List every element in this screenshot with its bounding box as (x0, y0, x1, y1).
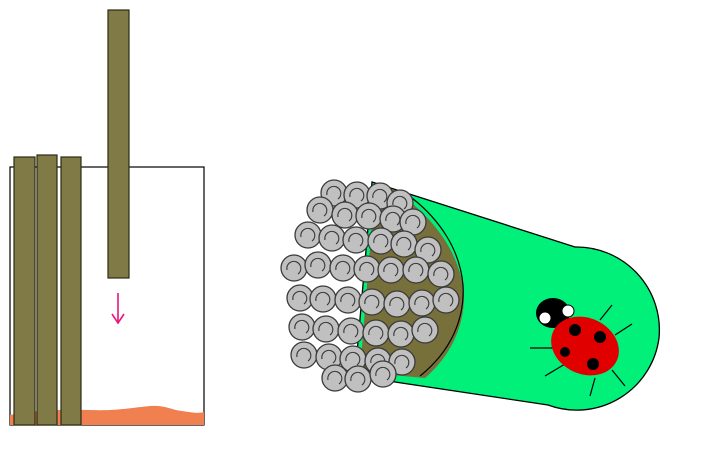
down-arrow-icon (112, 293, 124, 323)
tube-diagram (281, 180, 659, 410)
rod-end (319, 225, 345, 251)
rod-end (384, 291, 410, 317)
ladybug-eye (539, 312, 551, 324)
rod-end (343, 227, 369, 253)
rod-end (433, 287, 459, 313)
rod-end (363, 320, 389, 346)
rod-end (281, 255, 307, 281)
rod-end (359, 289, 385, 315)
rod-end (305, 252, 331, 278)
ladybug-spot (587, 358, 599, 370)
rod-end (345, 366, 371, 392)
rod-end (409, 290, 435, 316)
standing-stick (61, 157, 81, 425)
rod-end (403, 257, 429, 283)
rod-end (310, 286, 336, 312)
descending-stick (108, 10, 129, 278)
rod-end (368, 228, 394, 254)
rod-end (313, 316, 339, 342)
rod-end (335, 287, 361, 313)
rod-end (332, 202, 358, 228)
rod-end (330, 255, 356, 281)
standing-stick (14, 157, 35, 425)
rod-end (322, 365, 348, 391)
ladybug-spot (594, 331, 606, 343)
ladybug-eye (562, 305, 574, 317)
rod-end (338, 318, 364, 344)
ladybug-spot (569, 324, 581, 336)
rod-end (428, 261, 454, 287)
rod-end (356, 203, 382, 229)
rod-end (307, 197, 333, 223)
rod-end (291, 342, 317, 368)
rod-end (378, 257, 404, 283)
rod-end (295, 222, 321, 248)
ladybug-spot (560, 347, 570, 357)
rod-end (388, 321, 414, 347)
rod-end (412, 317, 438, 343)
rod-end (287, 285, 313, 311)
rod-end (391, 231, 417, 257)
rod-end (370, 361, 396, 387)
rod-end (354, 256, 380, 282)
standing-stick (37, 155, 57, 425)
container-diagram (10, 10, 204, 425)
rod-end (289, 314, 315, 340)
